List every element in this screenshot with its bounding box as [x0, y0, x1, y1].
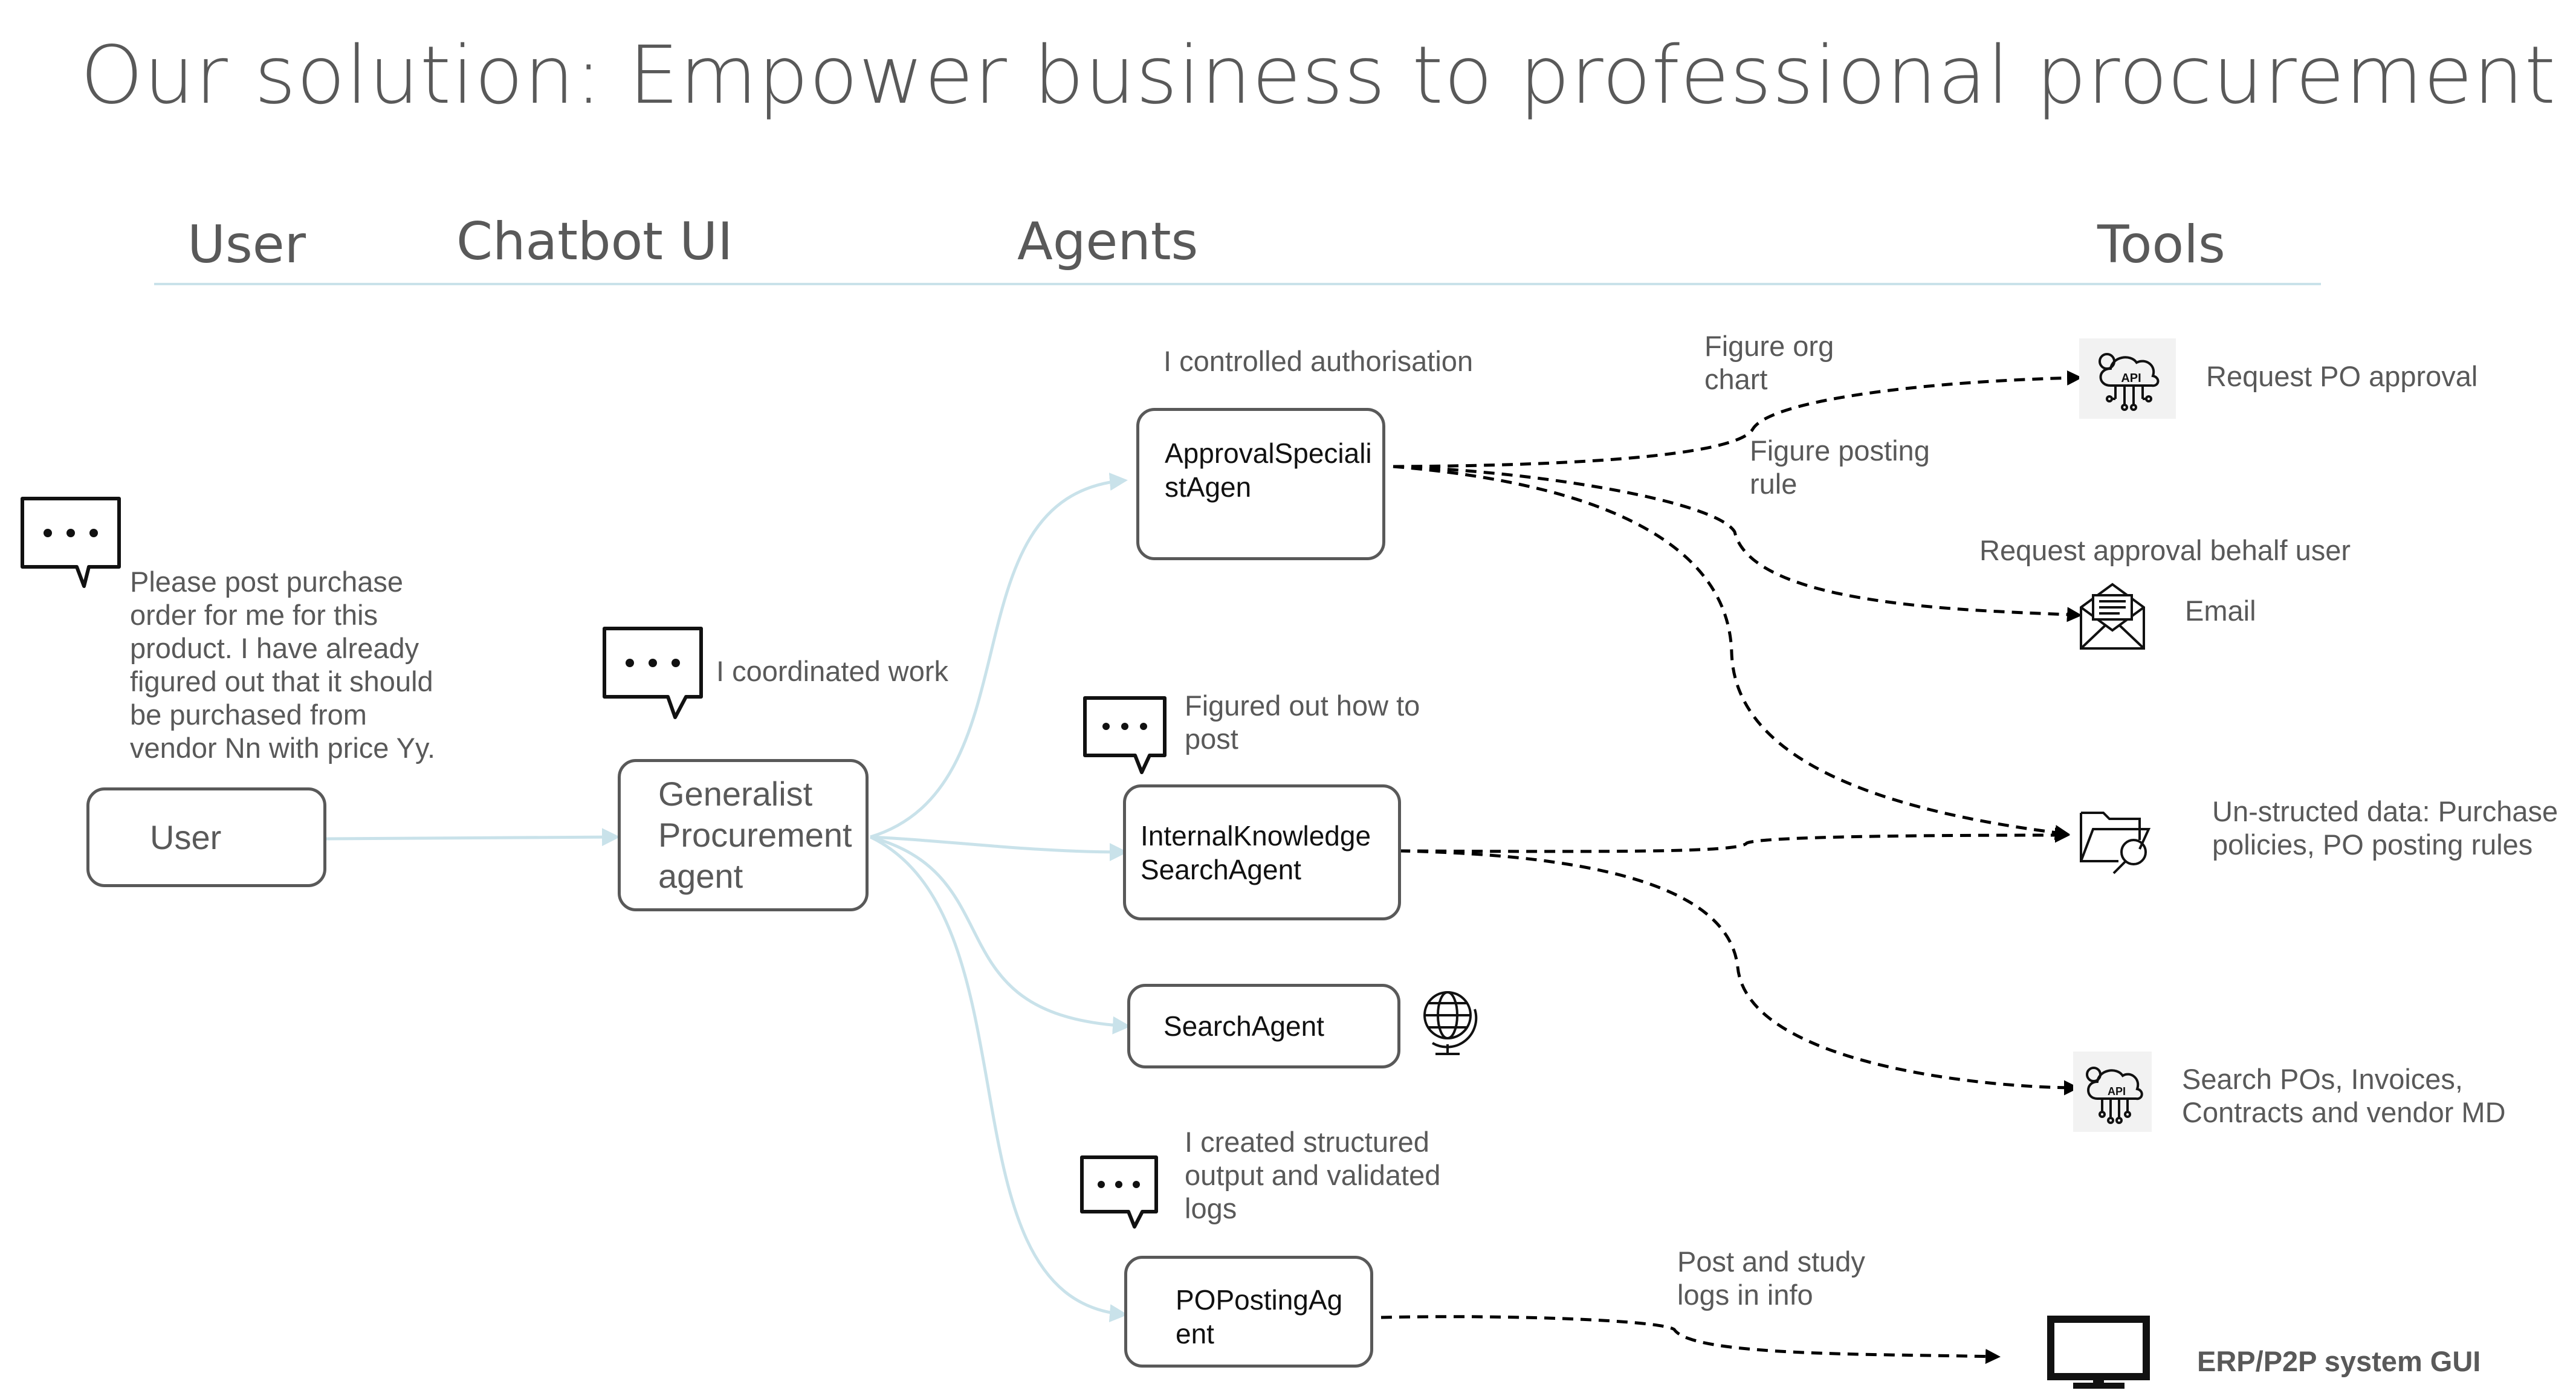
link-poposting-to-erp [1380, 1315, 2001, 1365]
poposting-note: I created structured output and validate… [1185, 1126, 1441, 1224]
email-icon [2080, 583, 2145, 650]
approval-note: I controlled authorisation [1163, 345, 1474, 377]
user-message: Please post purchase order for me for th… [130, 566, 436, 764]
globe-icon [1423, 991, 1478, 1055]
api-icon: API [2079, 338, 2176, 419]
approval-agent-box[interactable]: ApprovalSpeciali stAgen [1136, 408, 1385, 560]
poposting-agent-box[interactable]: POPostingAg ent [1124, 1256, 1373, 1368]
speech-bubble-icon [21, 497, 121, 588]
header-divider [154, 283, 2321, 285]
tool-unstructured-label: Un-structed data: Purchase policies, PO … [2212, 795, 2558, 861]
internal-note: Figured out how to post [1185, 690, 1420, 755]
api-text: API [2121, 372, 2141, 385]
user-box[interactable]: User [86, 787, 326, 887]
internal-knowledge-agent-box[interactable]: InternalKnowledge SearchAgent [1123, 784, 1401, 920]
link-approval-to-email [1393, 465, 2082, 622]
column-header-tools: Tools [2097, 215, 2225, 275]
search-agent-label: SearchAgent [1163, 1010, 1324, 1042]
speech-bubble-icon [603, 627, 703, 719]
link-approval-to-request-po [1393, 370, 2082, 468]
api-icon: API [2073, 1052, 2152, 1132]
speech-bubble-icon [1083, 696, 1167, 774]
monitor-icon [2047, 1316, 2150, 1389]
user-box-label: User [150, 818, 222, 856]
internal-knowledge-agent-label: InternalKnowledge SearchAgent [1141, 820, 1371, 885]
tool-search-pos-label: Search POs, Invoices, Contracts and vend… [2182, 1063, 2506, 1128]
tool-erp-label: ERP/P2P system GUI [2197, 1345, 2481, 1377]
edge-label-request-approval: Request approval behalf user [1979, 534, 2351, 566]
poposting-agent-label: POPostingAg ent [1176, 1284, 1343, 1349]
link-user-to-generalist [326, 828, 620, 847]
link-internal-to-unstructured [1399, 827, 2070, 853]
column-header-agents: Agents [1017, 212, 1199, 272]
api-text: API [2108, 1085, 2126, 1097]
tool-email-label: Email [2185, 595, 2256, 627]
link-internal-to-search-pos [1399, 849, 2079, 1096]
column-header-chatbot: Chatbot UI [456, 212, 733, 272]
link-generalist-to-internal [870, 835, 1128, 861]
generalist-agent-label: Generalist Procurement agent [658, 775, 852, 895]
tool-request-po-label: Request PO approval [2206, 360, 2478, 392]
column-header-user: User [187, 215, 306, 275]
speech-bubble-icon [1080, 1155, 1158, 1229]
page-title: Our solution: Empower business to profes… [80, 29, 2557, 122]
generalist-note: I coordinated work [716, 655, 949, 687]
edge-label-post-and-study: Post and study logs in info [1677, 1246, 1865, 1311]
link-generalist-to-poposting [869, 835, 1128, 1322]
edge-label-figure-posting-rule: Figure posting rule [1750, 435, 1930, 500]
folder-search-icon [2080, 812, 2151, 874]
generalist-agent-box[interactable]: Generalist Procurement agent [618, 759, 869, 911]
link-generalist-to-approval [870, 473, 1128, 839]
search-agent-box[interactable]: SearchAgent [1127, 984, 1400, 1068]
edge-label-figure-org-chart: Figure org chart [1704, 330, 1834, 395]
link-approval-to-unstructured [1393, 465, 2070, 840]
approval-agent-label: ApprovalSpeciali stAgen [1165, 438, 1372, 503]
link-generalist-to-search [870, 835, 1131, 1035]
